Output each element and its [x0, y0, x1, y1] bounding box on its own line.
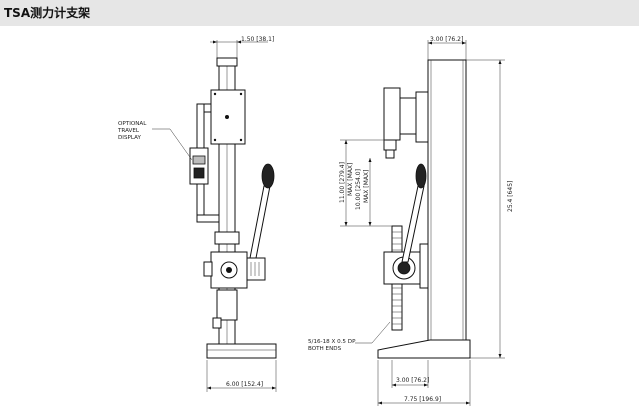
header-bar: TSA测力计支架 [0, 0, 639, 26]
side-note-leader [355, 321, 391, 344]
front-gearbox [246, 257, 266, 281]
front-note-line3: DISPLAY [118, 135, 142, 141]
side-note-line2: BOTH ENDS [308, 346, 342, 352]
side-carriage-plate [419, 243, 429, 289]
side-dim-base-inner-label: 3.00 [76.2] [396, 377, 429, 384]
front-note-line2: TRAVEL [117, 128, 140, 134]
side-column [427, 59, 467, 348]
front-dim-top-label: 1.50 [38.1] [241, 36, 274, 43]
page-title: TSA测力计支架 [4, 6, 91, 20]
side-load-cell-mount [399, 97, 417, 135]
front-note-line1: OPTIONAL [118, 121, 147, 127]
side-dim-top: 3.00 [76.2] [427, 36, 467, 60]
front-base [206, 343, 277, 359]
front-arm-lower [196, 214, 220, 223]
side-note-line1: 5/16-18 X 0.5 DP [308, 339, 356, 345]
side-dim-travel: 11.00 [279.4] MAX [MAX] 10.00 [254.0] MA… [339, 139, 392, 227]
side-dim-travel-label: 11.00 [279.4] [339, 162, 346, 203]
technical-drawing: 1.50 [38.1] OPTIONAL TRAVEL DISPLAY [117, 36, 514, 406]
front-dim-bottom: 6.00 [152.4] [206, 360, 277, 392]
side-mount-plate [415, 91, 429, 143]
side-dim-base-total: 7.75 [196.9] [377, 360, 471, 406]
front-collar [214, 231, 240, 245]
side-dim-top-label: 3.00 [76.2] [430, 36, 463, 43]
front-lower-block [216, 289, 238, 321]
front-view: 1.50 [38.1] OPTIONAL TRAVEL DISPLAY [117, 36, 277, 392]
side-dim-height: 25.4 [645] [466, 59, 514, 359]
front-note-leader [152, 128, 193, 161]
front-dim-top: 1.50 [38.1] [210, 36, 274, 60]
front-dim-bottom-label: 6.00 [152.4] [226, 381, 263, 388]
side-dim-max1-label: MAX [MAX] [347, 163, 354, 196]
front-handle [249, 163, 275, 259]
side-adapter [383, 139, 397, 151]
side-view: 3.00 [76.2] 25.4 [645] [308, 36, 514, 406]
side-base [377, 339, 471, 359]
front-foot-knob [212, 317, 222, 329]
front-column-cap [216, 57, 238, 67]
side-load-cell [383, 87, 401, 141]
front-knob-left [203, 261, 213, 277]
side-handle [401, 163, 427, 263]
travel-display [189, 147, 209, 185]
side-hook [385, 149, 395, 159]
side-dim-base-inner: 3.00 [76.2] [391, 360, 429, 388]
side-dim-max3-label: MAX [MAX] [363, 170, 370, 203]
side-dim-height-label: 25.4 [645] [507, 181, 514, 212]
side-dim-max2-label: 10.00 [254.0] [355, 169, 362, 210]
side-dim-base-total-label: 7.75 [196.9] [404, 396, 441, 403]
